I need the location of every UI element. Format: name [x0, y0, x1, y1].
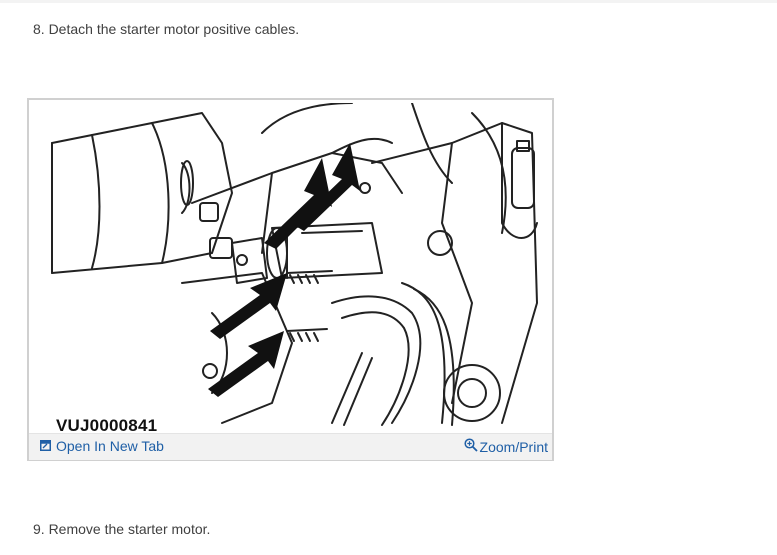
diagram-illustration — [51, 103, 538, 426]
top-divider — [0, 0, 777, 3]
open-in-new-tab-label: Open In New Tab — [56, 438, 164, 454]
figure-toolbar: Open In New Tab Zoom/Print — [29, 433, 552, 460]
step-8-text: 8. Detach the starter motor positive cab… — [33, 21, 300, 37]
open-in-new-tab-link[interactable]: Open In New Tab — [40, 438, 164, 454]
zoom-print-label: Zoom/Print — [479, 438, 548, 455]
zoom-print-link[interactable]: Zoom/Print — [463, 438, 548, 455]
zoom-magnifier-icon — [463, 438, 478, 455]
step-9-text: 9. Remove the starter motor. — [33, 521, 211, 537]
starter-motor-diagram[interactable]: VUJ0000841 — [32, 103, 549, 433]
open-new-tab-icon — [40, 438, 51, 454]
figure-card: VUJ0000841 Open In New Tab Zoom/Prin — [27, 98, 554, 461]
figure-code-label: VUJ0000841 — [56, 416, 158, 433]
